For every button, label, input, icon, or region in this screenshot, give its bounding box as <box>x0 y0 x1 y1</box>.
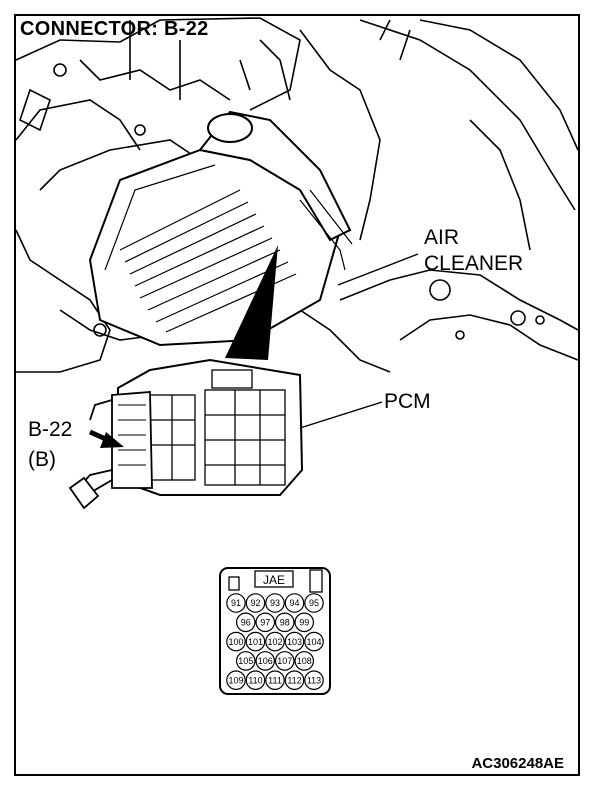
connector-pin <box>284 631 305 652</box>
air-cleaner-ribs <box>104 164 297 333</box>
connector-pin <box>304 593 324 613</box>
connector-pin <box>226 631 246 652</box>
connector-pin-number: 108 <box>297 656 312 666</box>
connector-pin-number: 101 <box>248 637 263 647</box>
right-key-slot <box>309 569 323 593</box>
connector-pin <box>284 593 305 613</box>
connector-pin-number: 92 <box>250 598 260 608</box>
connector-pin <box>245 593 266 613</box>
figure-title: CONNECTOR: B-22 <box>20 18 209 40</box>
connector-pin-number: 110 <box>248 675 262 685</box>
air-cleaner-leader <box>337 253 419 286</box>
connector-arrow <box>88 429 124 448</box>
connector-pin <box>294 651 315 671</box>
connector-pin-number: 95 <box>309 598 319 608</box>
connector-pin-number: 97 <box>260 618 270 628</box>
maker-box <box>254 570 294 588</box>
connector-pin-number: 99 <box>299 618 309 628</box>
connector-pin <box>274 612 295 633</box>
connector-pin <box>235 651 256 671</box>
connector-pin <box>274 651 295 671</box>
connector-pin <box>265 670 285 690</box>
pcm-leader <box>299 401 383 429</box>
connector-pin-number: 100 <box>228 637 243 647</box>
connector-pin-number: 111 <box>268 675 282 685</box>
connector-pin-number: 113 <box>307 675 321 685</box>
figure-frame <box>14 14 580 776</box>
intake-duct <box>198 110 352 242</box>
figure-code: AC306248AE <box>471 755 564 772</box>
connector-pin <box>265 631 285 652</box>
connector-pin-number: 109 <box>228 675 243 685</box>
connector-pin-number: 102 <box>267 637 282 647</box>
connector-pin <box>235 612 256 633</box>
connector-pin <box>294 612 315 633</box>
connector-id-label: B-22 <box>28 418 73 441</box>
connector-pin-number: 104 <box>306 637 321 647</box>
connector-pin <box>304 631 324 652</box>
pcm-unit <box>68 358 304 510</box>
connector-pin <box>245 631 266 652</box>
connector-pin-number: 105 <box>238 656 253 666</box>
connector-pin-number: 103 <box>287 637 302 647</box>
connector-pin <box>265 593 285 613</box>
connector-pin-number: 98 <box>280 618 290 628</box>
connector-pin-number: 93 <box>270 598 280 608</box>
connector-color-label: (B) <box>28 448 56 471</box>
location-pointer <box>225 245 278 360</box>
engine-bay-lines <box>15 17 579 373</box>
connector-pin-number: 112 <box>287 675 301 685</box>
maker-label: JAE <box>263 573 285 587</box>
connector-pin <box>245 670 266 690</box>
connector-pin <box>284 670 305 690</box>
left-key-slot <box>228 576 240 591</box>
connector-pin <box>226 670 246 690</box>
air-cleaner-label-line1: AIR <box>424 226 460 249</box>
connector-pin-number: 96 <box>241 618 251 628</box>
connector-pin-number: 107 <box>277 656 292 666</box>
connector-pin <box>255 651 276 671</box>
connector-pin-number: 91 <box>231 598 241 608</box>
connector-face: JAE 91 92 93 94 95 96 97 98 99 100 101 102 103 104 105… <box>219 567 331 695</box>
connector-pin <box>226 593 246 613</box>
connector-pin-number: 106 <box>258 656 273 666</box>
connector-pin-number: 94 <box>289 598 299 608</box>
pcm-label: PCM <box>384 390 431 413</box>
air-cleaner-label-line2: CLEANER <box>424 252 524 275</box>
connector-pin <box>255 612 276 633</box>
connector-pin <box>304 670 324 690</box>
air-cleaner-housing <box>88 148 342 347</box>
pin-grid: 91 92 93 94 95 96 97 98 99 100 101 102 103 104 105 106 1… <box>226 593 324 690</box>
